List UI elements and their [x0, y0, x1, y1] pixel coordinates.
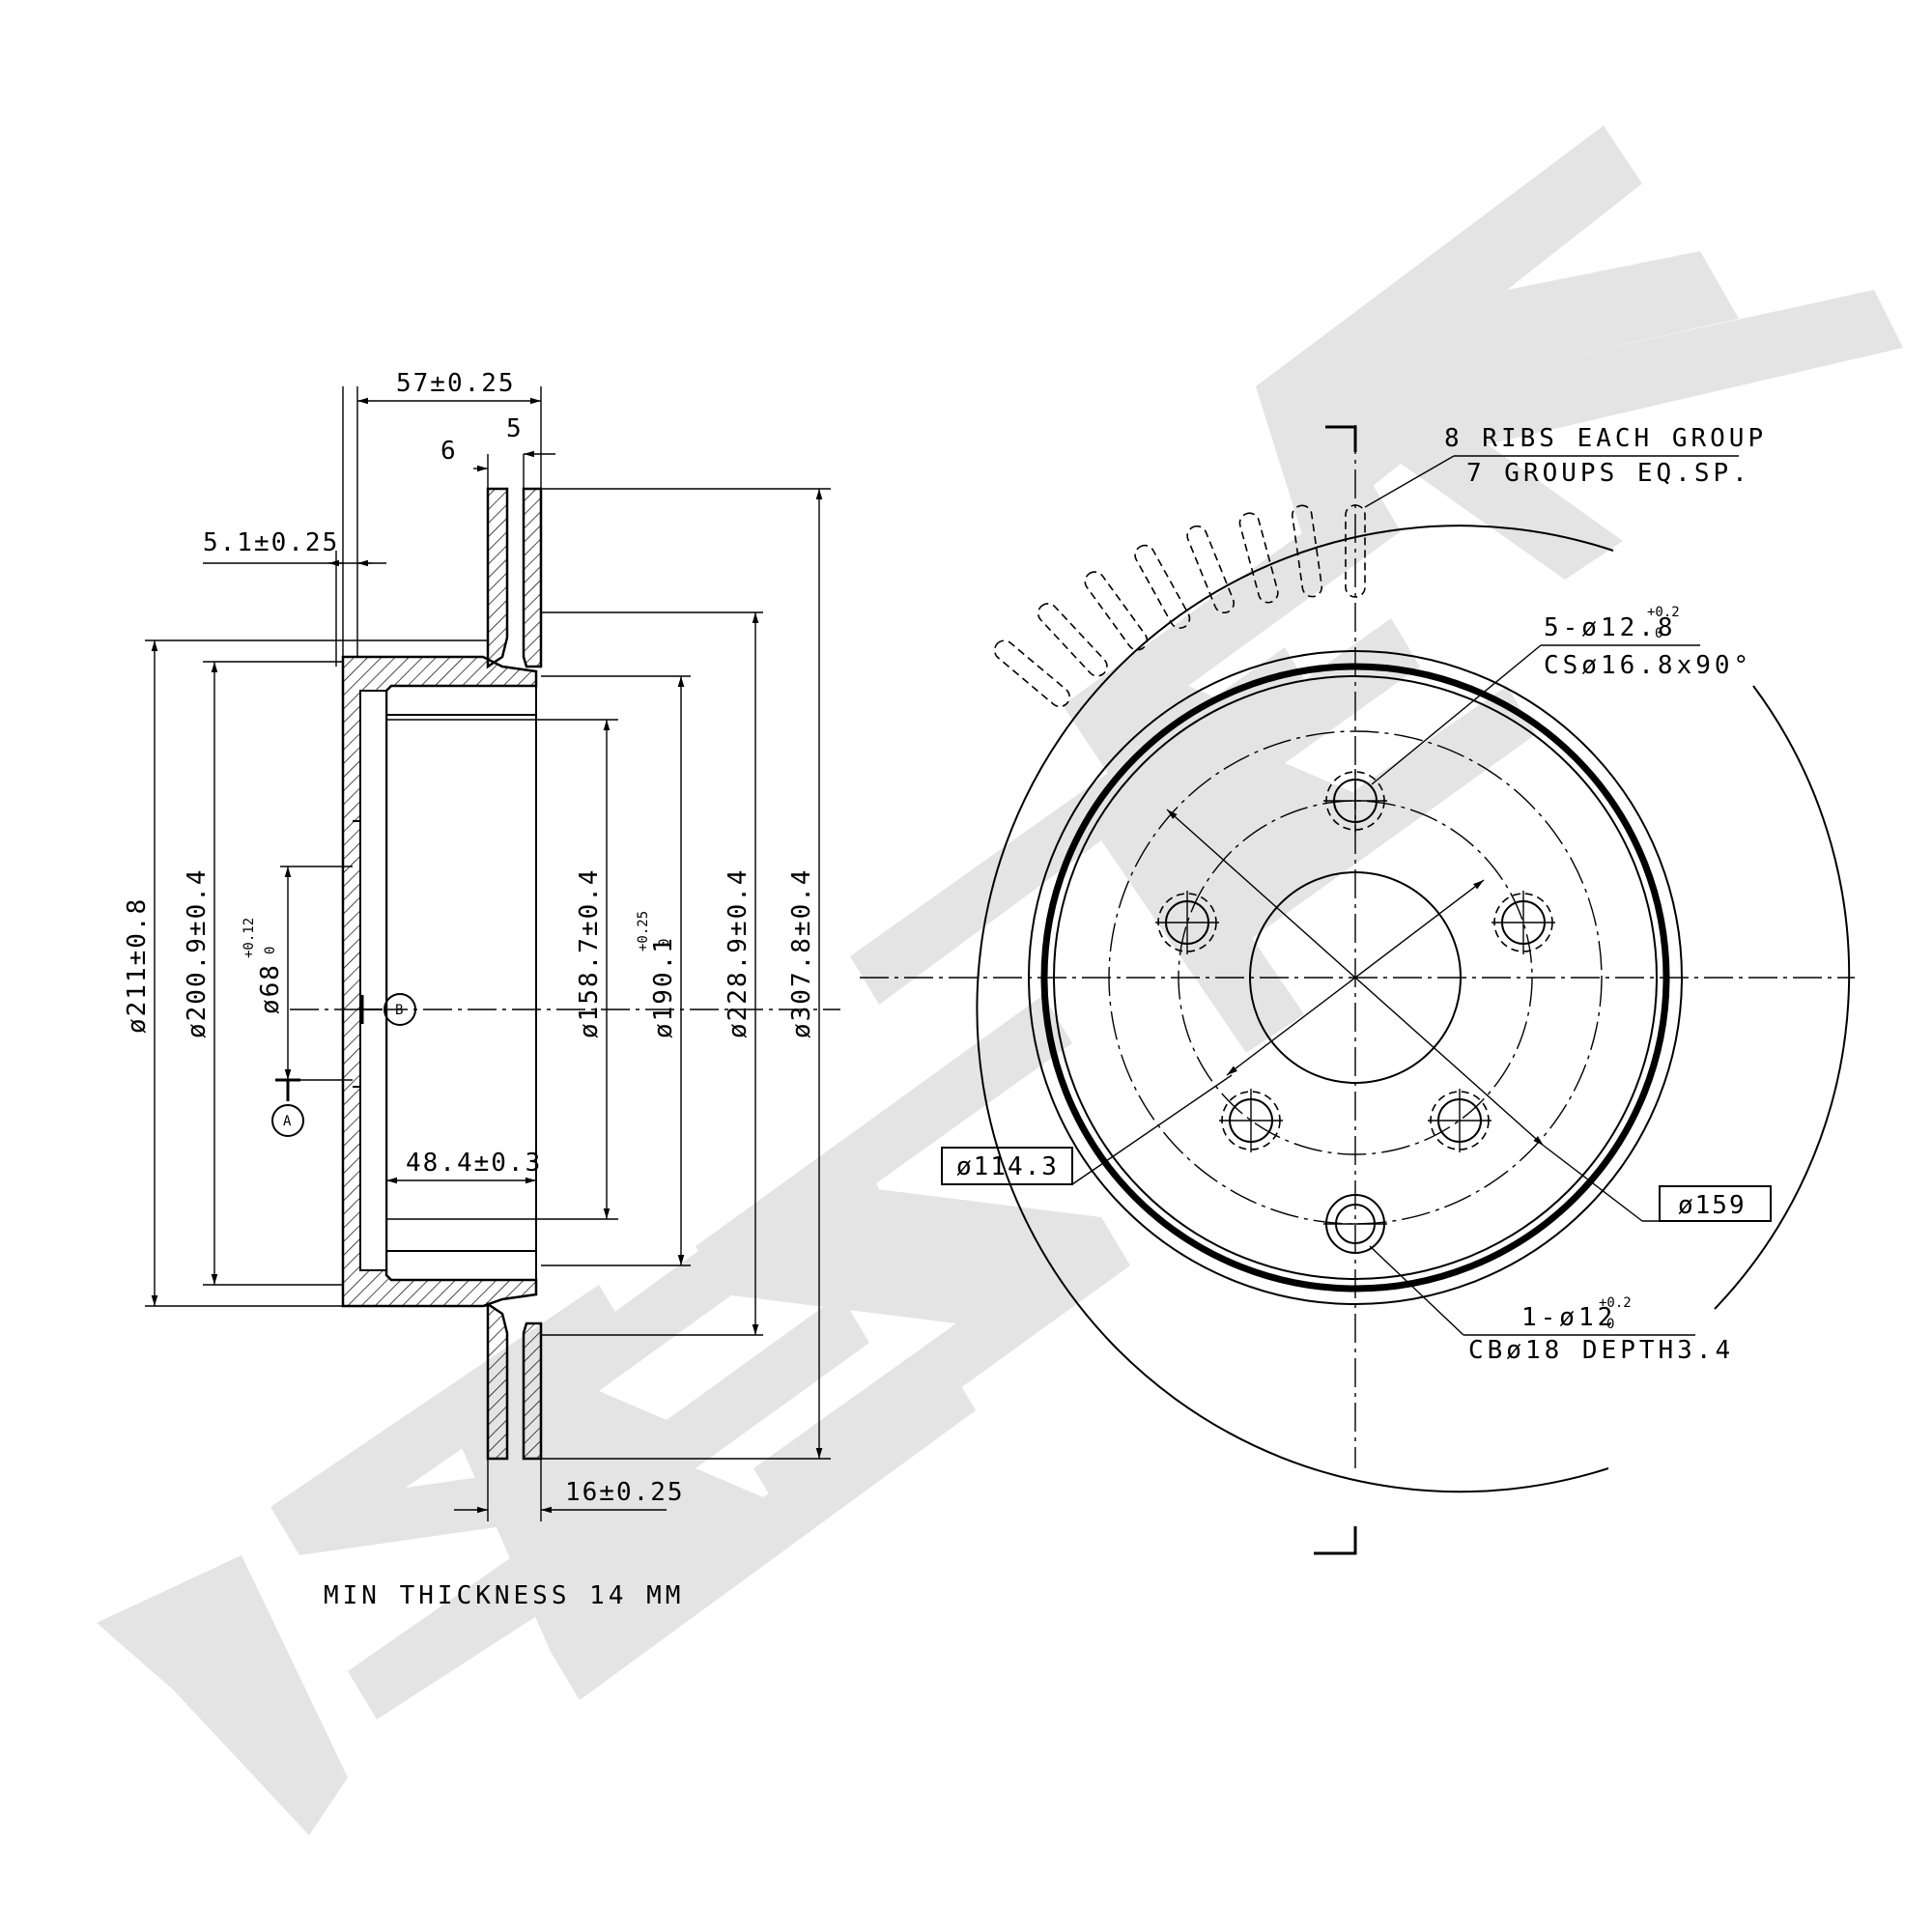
watermark-letter-k — [1256, 126, 1903, 580]
hub-face-inner — [359, 690, 387, 1271]
rib-slot — [1292, 504, 1323, 598]
locating-hole-counterbore: CBø18 DEPTH3.4 — [1468, 1336, 1734, 1365]
ribs-note-line2: 7 GROUPS EQ.SP. — [1466, 459, 1751, 488]
dim-text-158-7: ø158.7±0.4 — [575, 867, 604, 1038]
dim-tol-190-upper: +0.25 — [636, 911, 651, 952]
bolt-holes-tol-upper: +0.2 — [1647, 605, 1680, 620]
front-view: 8 RIBS EACH GROUP 7 GROUPS EQ.SP. 5-ø12.… — [860, 424, 1855, 1555]
dim-text-16: 16±0.25 — [565, 1478, 685, 1507]
watermark-letter-n — [696, 995, 1130, 1517]
locating-hole-bottom — [1323, 1194, 1387, 1254]
bolt-holes-label: 5-ø12.8 — [1544, 613, 1677, 642]
bolt-holes-tol-lower: 0 — [1655, 626, 1662, 641]
dim-text-48-4: 48.4±0.3 — [406, 1149, 542, 1178]
dim-text-68: ø68 — [256, 963, 285, 1014]
dim-tol-68-upper: +0.12 — [242, 918, 257, 958]
bolt-holes — [1155, 769, 1555, 1254]
locating-hole-tol-upper: +0.2 — [1599, 1295, 1632, 1311]
locating-hole-label: 1-ø12 — [1521, 1303, 1616, 1332]
friction-ring-outer-top — [486, 487, 509, 669]
datum-a-label: A — [283, 1114, 292, 1129]
bolt-hole-top — [1323, 769, 1387, 833]
dim-text-57: 57±0.25 — [396, 369, 516, 398]
dim-text-200-9: ø200.9±0.4 — [183, 867, 212, 1038]
rib-slot — [1345, 504, 1366, 598]
rib-slot — [1186, 525, 1236, 614]
dim-text-5: 5 — [506, 414, 524, 443]
dim-text-211: ø211±0.8 — [123, 897, 152, 1034]
bolt-hole-upper-right — [1492, 891, 1555, 954]
dim-text-228-9: ø228.9±0.4 — [724, 867, 753, 1038]
min-thickness-note: MIN THICKNESS 14 MM — [324, 1581, 684, 1610]
watermark-chevron — [97, 1555, 348, 1835]
bolt-hole-lower-left — [1219, 1089, 1283, 1152]
section-marker-bottom — [1314, 1526, 1357, 1555]
datum-a-circle — [271, 1104, 304, 1137]
section-view: 57±0.25 6 5 5.1±0.25 48.4±0.3 16±0.25 ø2… — [123, 369, 840, 1610]
dim-tol-190-lower: 0 — [657, 939, 672, 947]
disc-outer-arc-right — [1714, 685, 1851, 1310]
disc-outer-arc-left — [976, 525, 1614, 1493]
locating-hole-leader — [1369, 1245, 1464, 1336]
ribs-note-line1: 8 RIBS EACH GROUP — [1444, 424, 1767, 453]
dim-text-190-1: ø190.1 — [649, 936, 678, 1038]
pcd-159-leader — [1543, 1145, 1643, 1222]
rib-slot — [1084, 571, 1149, 651]
pcd-159-label: ø159 — [1678, 1191, 1747, 1220]
dim-text-6: 6 — [440, 437, 458, 466]
rib-slot — [1037, 603, 1108, 677]
rib-slot — [1238, 512, 1279, 604]
dim-text-307-8: ø307.8±0.4 — [787, 867, 816, 1038]
ribs-leader — [1364, 455, 1455, 508]
section-marker-top — [1325, 425, 1357, 452]
friction-ring-inner-top — [522, 487, 543, 668]
datum-b-label: B — [395, 1003, 403, 1018]
bolt-holes-countersink: CSø16.8x90° — [1544, 651, 1752, 680]
locating-hole-tol-lower: 0 — [1606, 1317, 1614, 1332]
bolt-holes-leader — [1371, 644, 1542, 785]
datum-b-circle — [384, 993, 416, 1026]
rib-slot — [1134, 544, 1191, 630]
pcd-114-leader — [1071, 1074, 1233, 1185]
dim-tol-68-lower: 0 — [263, 947, 278, 954]
diameter-114-line — [1226, 879, 1485, 1076]
bolt-hole-upper-left — [1155, 891, 1219, 954]
friction-ring-inner-bottom — [522, 1321, 543, 1461]
cooling-ribs-group — [993, 504, 1366, 708]
pcd-114-label: ø114.3 — [956, 1152, 1059, 1181]
friction-ring-outer-bottom — [486, 1301, 509, 1461]
rib-slot — [993, 639, 1070, 708]
watermark-letter-e — [454, 1140, 976, 1700]
dim-text-5-1: 5.1±0.25 — [203, 528, 339, 557]
bolt-hole-lower-right — [1428, 1089, 1492, 1152]
